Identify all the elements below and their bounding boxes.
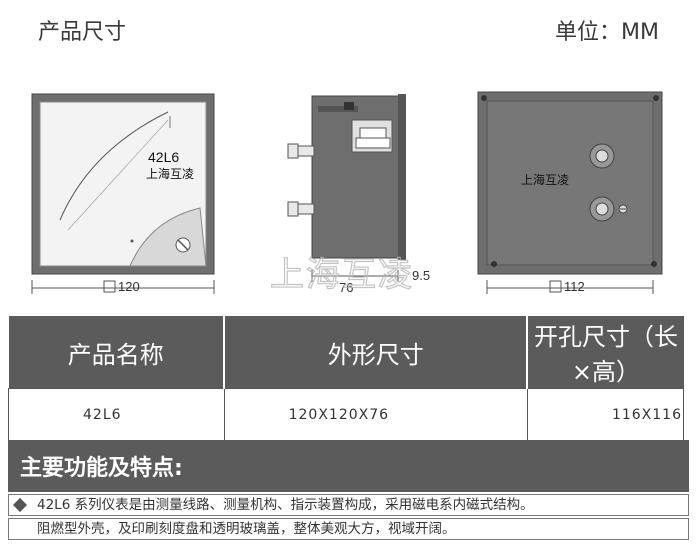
watermark: 上海互凌 bbox=[270, 255, 414, 295]
back-dimension: 112 bbox=[564, 279, 585, 294]
features-header: 主要功能及特点: bbox=[8, 440, 689, 492]
dimension-drawings: 42L6 上海互凌 120 76 9.5 bbox=[31, 91, 663, 296]
side-dimension: 76 bbox=[339, 280, 353, 295]
features-title: 主要功能及特点: bbox=[20, 456, 183, 481]
unit-label: 单位：MM bbox=[555, 20, 659, 45]
feature-text: 42L6 系列仪表是由测量线路、测量机构、指示装置构成，采用磁电系内磁式结构。 bbox=[37, 497, 534, 513]
front-model-label: 42L6 bbox=[148, 149, 179, 165]
feature-text: 阻燃型外壳，及印刷刻度盘和透明玻璃盖，整体美观大方，视域开阔。 bbox=[37, 521, 456, 537]
header-product-name: 产品名称 bbox=[8, 316, 226, 389]
header-cutout-size: 开孔尺寸（长×高） bbox=[527, 316, 684, 389]
spec-table: 产品名称 外形尺寸 开孔尺寸（长×高） 42L6 120X120X76 116X… bbox=[8, 316, 685, 442]
front-dimension: 120 bbox=[118, 279, 140, 294]
section-title: 产品尺寸 bbox=[38, 20, 127, 45]
front-view: 42L6 上海互凌 120 bbox=[31, 93, 215, 294]
feature-line: 42L6 系列仪表是由测量线路、测量机构、指示装置构成，采用磁电系内磁式结构。 bbox=[8, 494, 689, 516]
header-outer-size: 外形尺寸 bbox=[224, 316, 529, 389]
feature-line: 阻燃型外壳，及印刷刻度盘和透明玻璃盖，整体美观大方，视域开阔。 bbox=[8, 518, 689, 540]
cell-product-name: 42L6 bbox=[8, 388, 225, 442]
back-brand-label: 上海互凌 bbox=[521, 172, 569, 187]
cell-cutout-size: 116X116 bbox=[526, 388, 685, 442]
back-view: 上海互凌 112 bbox=[477, 91, 663, 294]
side-view: 76 9.5 bbox=[287, 94, 430, 295]
bullet-diamond-icon bbox=[12, 497, 28, 513]
table-header-row: 产品名称 外形尺寸 开孔尺寸（长×高） bbox=[8, 316, 684, 389]
front-brand-label: 上海互凌 bbox=[146, 166, 194, 181]
table-row: 42L6 120X120X76 116X116 bbox=[8, 388, 685, 442]
cell-outer-size: 120X120X76 bbox=[223, 388, 528, 442]
side-small-dimension: 9.5 bbox=[412, 268, 430, 283]
